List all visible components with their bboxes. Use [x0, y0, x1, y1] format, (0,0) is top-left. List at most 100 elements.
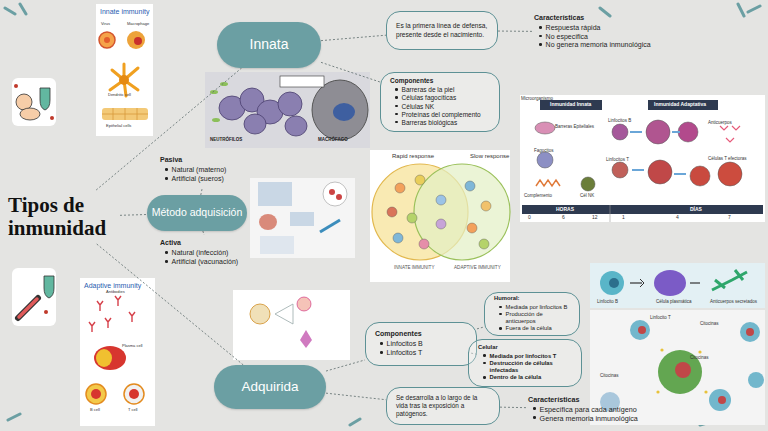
bullet-dot: [499, 327, 502, 330]
bullet-text: Mediada por linfocitos T: [490, 353, 557, 360]
text-row: No específica: [534, 33, 662, 42]
bullet-text: Destrucción de células infectadas: [490, 360, 572, 374]
lymphocyte-illustration: [233, 290, 350, 360]
illustration-label: Anticuerpos: [708, 121, 732, 126]
cells-photo: [250, 178, 355, 258]
bullet-dot: [395, 105, 398, 108]
illustration-label: Microorganismo: [521, 97, 553, 102]
bullet-text: Genera memoria inmunológica: [540, 414, 638, 423]
bullet-dot: [483, 376, 486, 379]
bullet-text: Células fagocíticas: [402, 94, 457, 102]
illustration-label: Citocinas: [600, 374, 619, 379]
illustration-label: Linfocitos B: [608, 119, 631, 124]
info-box: Se desarrolla a lo largo de la vida tras…: [386, 387, 500, 425]
text-row: Tipos de inmunidad: [8, 194, 120, 240]
topic-pill: Método adquisición: [147, 195, 247, 231]
topic-pill: Adquirida: [214, 365, 326, 409]
innate-card: [96, 4, 153, 136]
text-row: Respuesta rápida: [534, 24, 662, 33]
bullet-dot: [483, 354, 486, 357]
text-row: No genera memoria inmunológica: [534, 41, 662, 50]
bullet-text: Fuera de la célula: [506, 325, 552, 332]
illustration-label: Inmunidad Innata: [550, 102, 591, 107]
illustration-label: Antibodies: [106, 290, 125, 294]
text-group: CaracterísticasEspecífica para cada antí…: [528, 391, 658, 427]
node-text: Tipos de inmunidad: [8, 194, 120, 240]
illustration-label: 6: [562, 215, 565, 220]
bullet-dot: [395, 121, 398, 124]
bullet-text: Natural (materno): [172, 166, 227, 175]
neutrophil-illustration: [205, 72, 370, 148]
bullet-dot: [395, 88, 398, 91]
bullet-text: Natural (infección): [172, 249, 229, 258]
dashed-connector: [321, 35, 386, 40]
illustration-label: 1: [622, 215, 625, 220]
text-row: Humoral:: [494, 295, 570, 303]
text-group: ActivaNatural (infección)Artificial (vac…: [160, 235, 260, 271]
illustration-label: Citocinas: [690, 356, 709, 361]
illustration-label: 12: [592, 215, 598, 220]
bullet-text: Específica para cada antígeno: [540, 405, 637, 414]
illustration-label: Dendritic cell: [108, 93, 131, 97]
illustration-label: Linfocito B: [597, 300, 618, 305]
info-box: Es la primera línea de defensa, presente…: [386, 11, 498, 50]
dashed-connector: [326, 360, 365, 371]
text-row: Se desarrolla a lo largo de la vida tras…: [396, 394, 490, 418]
text-row: Componentes: [375, 330, 467, 340]
illustration-label: Célula plasmática: [656, 300, 692, 305]
bullet-dot: [499, 313, 502, 316]
text-row: Mediada por linfocitos T: [478, 353, 572, 360]
bullet-dot: [165, 251, 168, 254]
illustration-label: 4: [676, 215, 679, 220]
text-row: Mediada por linfocitos B: [494, 304, 570, 311]
dashed-connector: [477, 327, 484, 329]
dashed-connector: [500, 407, 528, 409]
bullet-dot: [165, 177, 168, 180]
illustration-label: HORAS: [556, 207, 574, 212]
bullet-dot: [539, 43, 542, 46]
illustration-label: Adaptive immunity: [84, 282, 141, 289]
bullet-dot: [380, 351, 383, 354]
text-row: Método adquisición: [152, 206, 242, 219]
heading-text: Componentes: [390, 77, 433, 85]
heading-text: Activa: [160, 239, 181, 248]
bullet-text: Linfocitos T: [387, 349, 423, 358]
illustration-label: Anticuerpos secretados: [710, 300, 757, 305]
text-row: Proteínas del complemento: [390, 111, 490, 119]
illustration-label: Macrophage: [127, 22, 149, 26]
illustration-label: Rapid response: [392, 153, 434, 159]
adaptive-card: [80, 278, 155, 426]
illustration-label: Fagocitos: [534, 149, 554, 154]
illustration-label: NEUTRÓFILOS: [210, 138, 242, 143]
syringe-icon: [12, 268, 56, 326]
dashed-connector: [96, 68, 241, 190]
illustration-label: 0: [528, 215, 531, 220]
text-row: Innata: [250, 36, 289, 54]
text-row: Barreras de la piel: [390, 86, 490, 94]
text-row: Linfocitos T: [375, 349, 467, 358]
illustration-label: Plasma cell: [122, 344, 142, 348]
bullet-text: Artificial (sueros): [172, 175, 224, 184]
bullet-text: Barreras de la piel: [402, 86, 455, 94]
text-group: PasivaNatural (materno)Artificial (suero…: [160, 152, 252, 188]
illustration-label: Epithelial cells: [106, 124, 131, 128]
bullet-dot: [395, 113, 398, 116]
text-row: Celular: [478, 344, 572, 352]
bullet-text: No genera memoria inmunológica: [546, 41, 651, 50]
text-row: Características: [534, 14, 662, 24]
illustration-label: Células T efectoras: [708, 157, 747, 162]
bullet-dot: [380, 342, 383, 345]
illustration-label: DÍAS: [690, 207, 702, 212]
illustration-label: Citocinas: [700, 322, 719, 327]
text-row: Células NK: [390, 103, 490, 111]
bcell-strip: [590, 263, 765, 308]
info-box: ComponentesBarreras de la pielCélulas fa…: [380, 72, 500, 132]
illustration-label: Inmunidad Adaptativa: [654, 102, 706, 107]
bullet-text: Producción de anticuerpos: [506, 311, 570, 325]
bullet-dot: [165, 260, 168, 263]
illustration-label: Complemento: [524, 194, 552, 199]
topic-pill: Innata: [217, 22, 321, 68]
dashed-connector: [97, 244, 244, 365]
